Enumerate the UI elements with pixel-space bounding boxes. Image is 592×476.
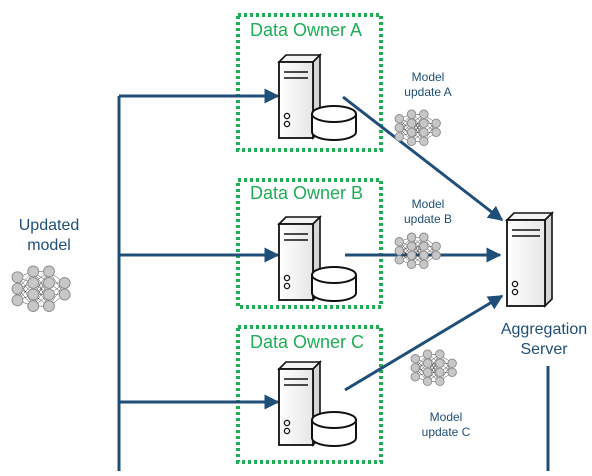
model-update-a-line1: Model: [411, 70, 445, 84]
update-arrow-a: [342, 95, 504, 222]
update-arrow-c: [344, 294, 504, 392]
database-icon: [311, 266, 357, 302]
model-update-c-line2: update C: [421, 425, 471, 439]
model-update-b-line2: update B: [403, 212, 453, 226]
data-owner-c-title: Data Owner C: [250, 332, 365, 352]
data-owner-b-box: [236, 178, 383, 309]
data-owner-a-title: Data Owner A: [250, 20, 363, 40]
data-owner-c-box: [236, 325, 383, 464]
model-update-a-label: Model update A: [400, 70, 456, 100]
updated-model-line2: model: [27, 237, 71, 254]
neural-network-icon: [394, 232, 441, 270]
distribution-lines: [117, 88, 550, 471]
neural-network-icon: [11, 265, 71, 313]
updated-model-line1: Updated: [18, 217, 80, 234]
neural-network-icon: [394, 109, 441, 147]
server-icon: [505, 211, 554, 308]
aggregation-server-line2: Server: [520, 341, 568, 358]
model-update-a-line2: update A: [404, 85, 452, 99]
data-owner-b-title: Data Owner B: [250, 183, 364, 203]
model-update-c-label: Model update C: [418, 410, 474, 440]
database-icon: [311, 411, 357, 447]
data-owner-a-box: [236, 13, 383, 152]
aggregation-server-label: Aggregation Server: [496, 320, 592, 360]
aggregation-server-line1: Aggregation: [500, 321, 588, 338]
servers-layer: [277, 53, 554, 447]
model-update-b-label: Model update B: [400, 197, 456, 227]
server-icon: [277, 360, 322, 447]
model-update-b-line1: Model: [411, 197, 445, 211]
server-icon: [277, 53, 322, 140]
updated-model-label: Updated model: [6, 216, 92, 256]
model-update-c-line1: Model: [429, 410, 463, 424]
neural-nets-layer: [11, 109, 457, 387]
database-icon: [311, 105, 357, 141]
neural-network-icon: [410, 349, 457, 387]
